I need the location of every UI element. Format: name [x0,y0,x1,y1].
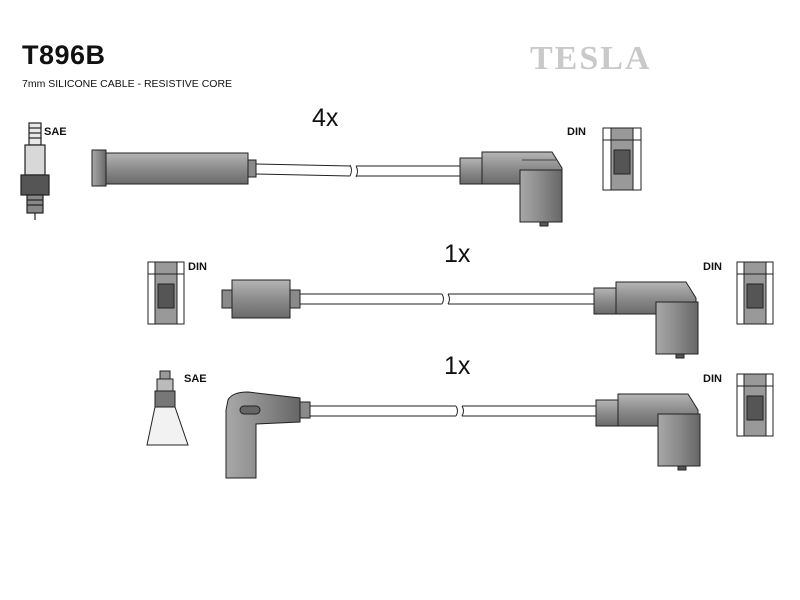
cable [300,293,594,305]
cable-description: 7mm SILICONE CABLE - RESISTIVE CORE [22,78,233,90]
angled-boot [225,391,311,479]
lead-3 [146,370,774,479]
angled-boot [459,151,563,227]
spark-plug-icon [20,122,50,220]
angled-boot [593,281,699,359]
din-connector-icon [147,261,185,325]
angled-boot [595,393,701,471]
straight-boot [221,279,301,319]
lead-1-left-standard: SAE [44,126,67,138]
straight-boot [91,149,257,187]
lead-3-quantity: 1x [444,352,471,380]
part-number-title: T896B [22,40,106,70]
lead-1-right-standard: DIN [567,126,586,138]
lead-1-quantity: 4x [312,104,339,132]
lead-2-quantity: 1x [444,240,471,268]
din-connector-icon [736,261,774,325]
sae-terminal-icon [146,370,189,446]
lead-1 [20,122,642,227]
lead-3-left-standard: SAE [184,373,207,385]
lead-2-right-standard: DIN [703,261,722,273]
din-connector-icon [602,127,642,191]
cable [310,405,596,417]
din-connector-icon [736,373,774,437]
brand-logo-text: TESLA [530,40,652,77]
lead-2-left-standard: DIN [188,261,207,273]
lead-2 [147,261,774,359]
cable [255,163,460,178]
lead-3-right-standard: DIN [703,373,722,385]
